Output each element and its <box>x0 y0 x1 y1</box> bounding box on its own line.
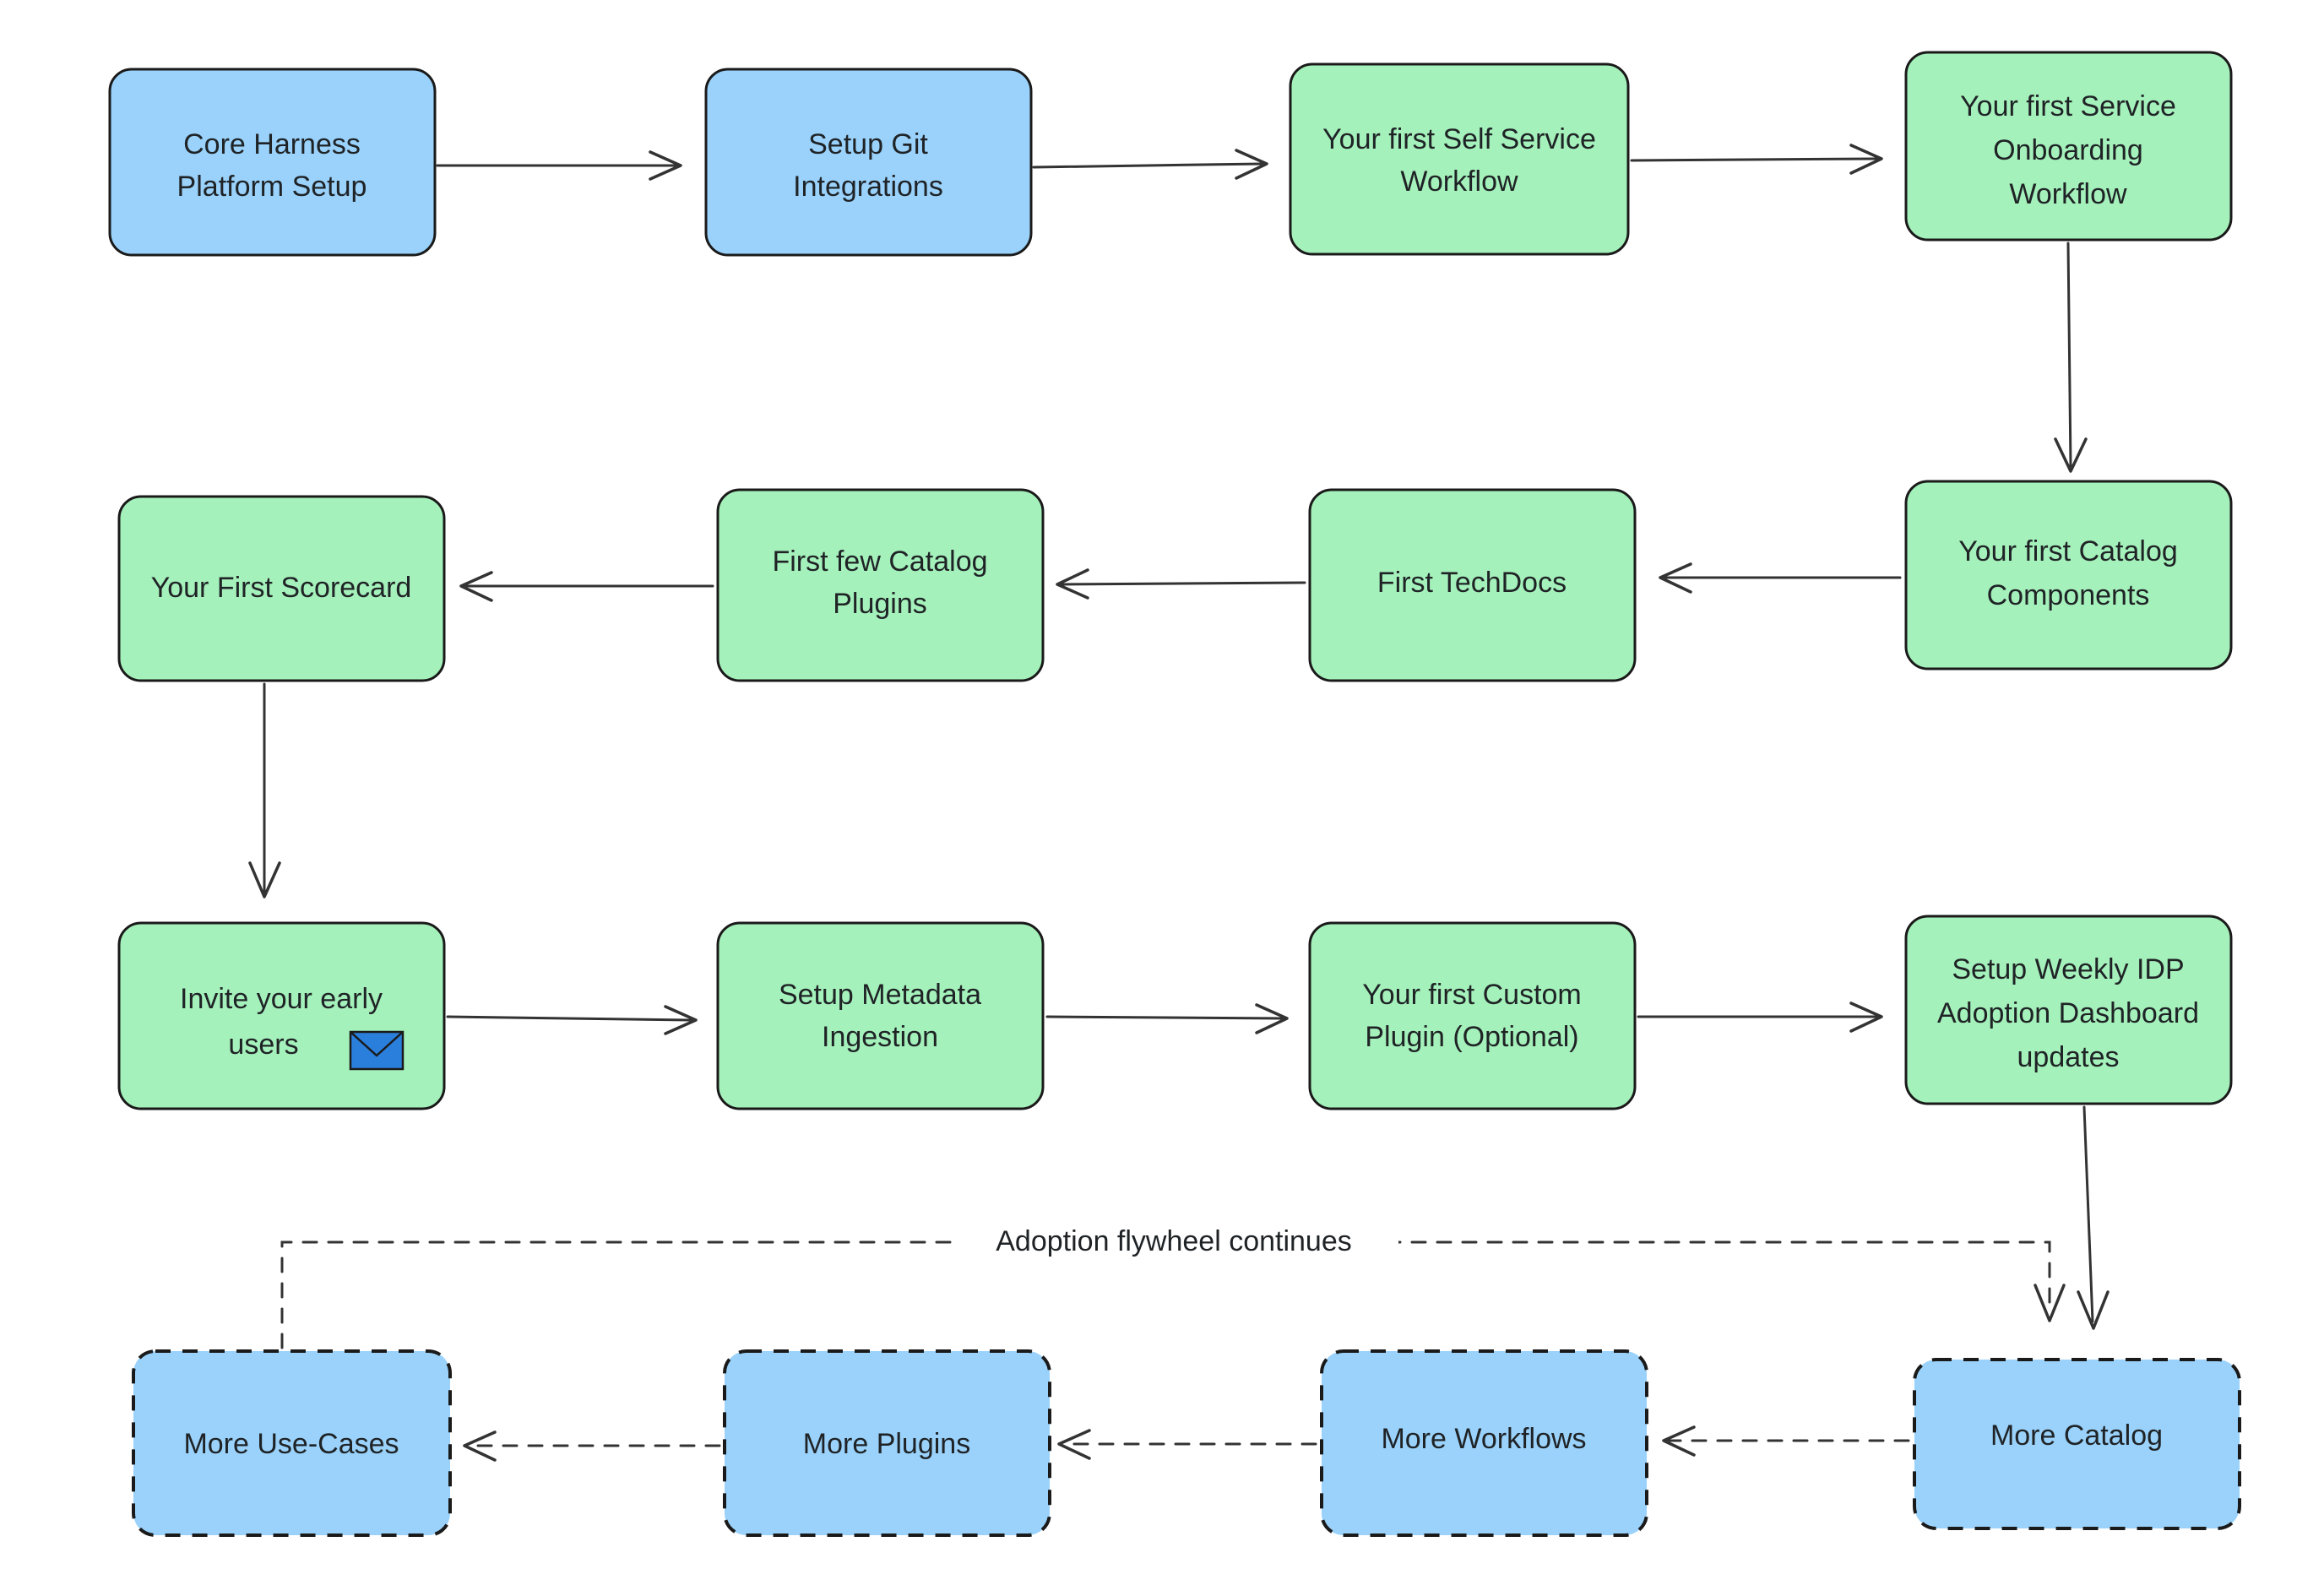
node-more-plugins[interactable]: More Plugins <box>723 1349 1051 1537</box>
node-more-catalog[interactable]: More Catalog <box>1913 1358 2241 1530</box>
edge-moreworkflows-to-moreplugins <box>1057 1429 1317 1460</box>
flywheel-label-bg <box>953 1218 1398 1267</box>
edge-git-to-selfservice <box>1032 149 1268 180</box>
flywheel-label: Adoption flywheel continues <box>996 1225 1352 1257</box>
node-core-harness-platform-setup[interactable]: Core Harness Platform Setup <box>108 68 437 257</box>
node-setup-metadata-ingestion[interactable]: Setup Metadata Ingestion <box>716 921 1045 1110</box>
node-first-few-catalog-plugins[interactable]: First few Catalog Plugins <box>716 488 1045 682</box>
edge-catalogplugins-to-scorecard <box>459 571 714 602</box>
node-setup-git-integrations[interactable]: Setup Git Integrations <box>704 68 1033 257</box>
edge-metadata-to-customplugin <box>1045 1003 1289 1034</box>
edge-flywheel-loop <box>280 1240 2066 1349</box>
edge-selfservice-to-onboarding <box>1630 144 1883 175</box>
node-setup-weekly-idp-adoption-dashboard-updates[interactable]: Setup Weekly IDP Adoption Dashboard upda… <box>1904 915 2233 1105</box>
edge-techdocs-to-catalogplugins <box>1056 568 1306 600</box>
edge-scorecard-to-invite <box>248 682 281 898</box>
node-more-workflows[interactable]: More Workflows <box>1320 1349 1648 1537</box>
edge-invite-to-metadata <box>446 1005 698 1035</box>
node-your-first-scorecard[interactable]: Your First Scorecard <box>117 495 446 682</box>
edge-dashboard-to-morecatalog <box>2077 1105 2110 1330</box>
node-your-first-custom-plugin[interactable]: Your first Custom Plugin (Optional) <box>1308 921 1637 1110</box>
edges-layer: Adoption flywheel continues <box>248 144 2110 1462</box>
node-invite-your-early-users[interactable]: Invite your early users <box>117 921 446 1110</box>
node-first-techdocs[interactable]: First TechDocs <box>1308 488 1637 682</box>
nodes-layer: Core Harness Platform Setup Setup Git In… <box>108 51 2241 1537</box>
node-more-use-cases[interactable]: More Use-Cases <box>132 1349 452 1537</box>
edge-moreplugins-to-moreusecases <box>463 1430 721 1462</box>
node-your-first-self-service-workflow[interactable]: Your first Self Service Workflow <box>1289 62 1630 256</box>
edge-customplugin-to-dashboard <box>1637 1002 1883 1033</box>
node-your-first-catalog-components[interactable]: Your first Catalog Components <box>1904 480 2233 670</box>
envelope-icon <box>349 1030 405 1071</box>
node-your-first-service-onboarding-workflow[interactable]: Your first Service Onboarding Workflow <box>1904 51 2233 242</box>
edge-morecatalog-to-moreworkflows <box>1662 1425 1910 1457</box>
edge-onboarding-to-catalog-components <box>2054 242 2088 473</box>
edge-core-to-git <box>436 150 682 181</box>
edge-catalogcomponents-to-techdocs <box>1659 562 1902 594</box>
